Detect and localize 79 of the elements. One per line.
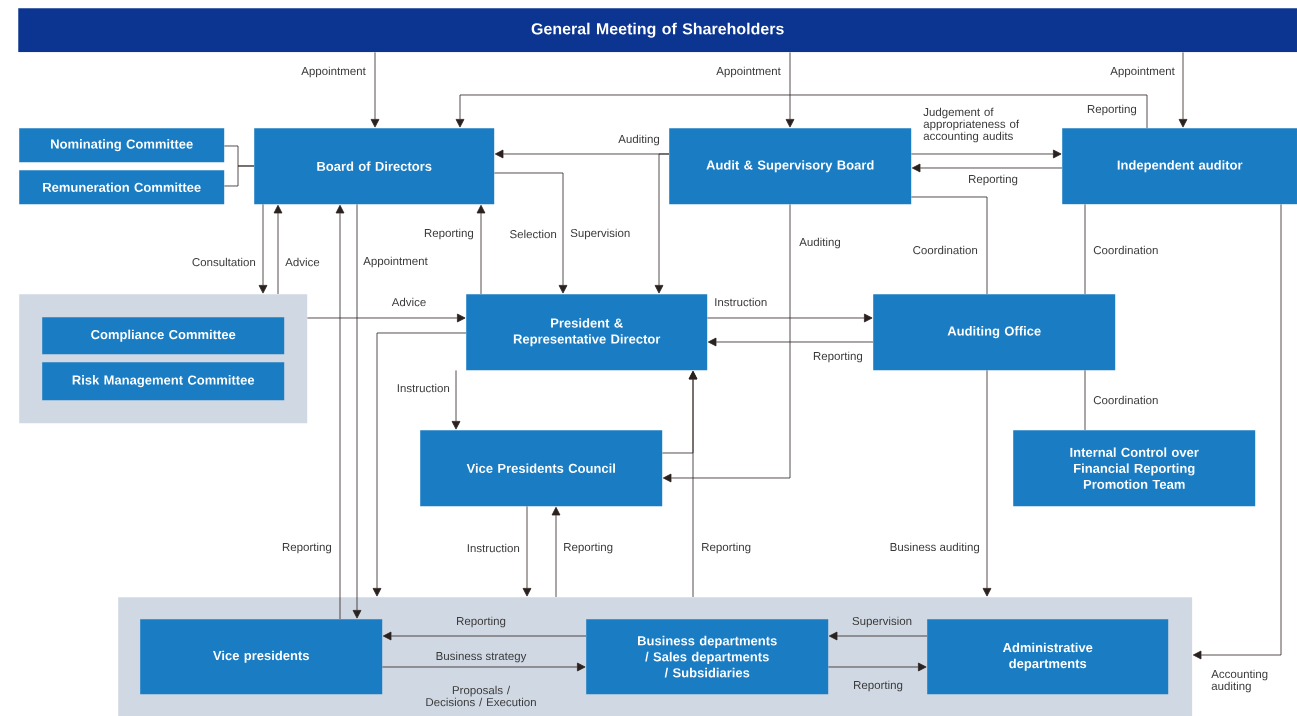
- org-box: Administrative departments: [927, 619, 1169, 695]
- edge-label: Supervision: [852, 616, 912, 628]
- edge-label: Coordination: [1093, 395, 1158, 405]
- org-box: Compliance Committee: [42, 317, 285, 355]
- org-box: Internal Control over Financial Reporting Promotion Team: [1013, 430, 1256, 507]
- arrow: [335, 204, 345, 620]
- edge-label: Instruction: [397, 383, 450, 393]
- arrow: [1192, 204, 1282, 660]
- edge-label: Judgement of appropriateness of accounting audits: [923, 107, 1020, 143]
- edge-label: Reporting: [564, 542, 613, 554]
- edge-label: Business auditing: [890, 542, 980, 554]
- note-label: Supervision: [570, 228, 630, 240]
- edge-label: Accounting auditing: [1211, 669, 1268, 693]
- arrow: [662, 370, 698, 454]
- org-box: Audit & Supervisory Board: [669, 128, 912, 205]
- arrow: [662, 204, 791, 483]
- edge-label: Reporting: [969, 174, 1018, 186]
- org-box: Remuneration Committee: [19, 170, 225, 205]
- edge-label: Advice: [391, 297, 426, 307]
- edge-label: Consultation: [192, 257, 256, 267]
- arrow: [551, 506, 561, 598]
- arrow: [828, 631, 928, 641]
- org-box: President & Representative Director: [466, 294, 708, 371]
- org-box: Independent auditor: [1062, 128, 1297, 205]
- edge-label: Reporting: [854, 680, 903, 692]
- connector-line: [224, 165, 255, 187]
- edge-label: Appointment: [716, 66, 781, 78]
- connector-line: [911, 196, 988, 295]
- org-box: Board of Directors: [254, 128, 495, 205]
- edge-label: Selection: [510, 229, 557, 239]
- edge-label: Reporting: [702, 542, 751, 554]
- edge-label: Auditing: [618, 134, 660, 146]
- arrow: [382, 631, 587, 641]
- edge-label: Appointment: [1110, 66, 1175, 78]
- arrow: [828, 662, 927, 672]
- arrow: [785, 52, 795, 128]
- arrow: [382, 662, 586, 672]
- arrow: [370, 52, 380, 128]
- arrow: [455, 94, 1148, 129]
- org-box: Risk Management Committee: [42, 362, 285, 401]
- arrow: [372, 332, 467, 597]
- note-label: Proposals / Decisions / Execution: [426, 685, 536, 707]
- arrow: [911, 149, 1062, 159]
- edge-label: Coordination: [1093, 245, 1158, 255]
- edge-label: Reporting: [282, 542, 332, 554]
- arrow: [522, 506, 532, 597]
- arrow: [258, 204, 268, 294]
- arrow: [476, 204, 486, 295]
- edge-label: Appointment: [363, 256, 428, 268]
- arrow: [307, 313, 466, 323]
- org-box: Vice Presidents Council: [420, 430, 663, 507]
- edge-label: Instruction: [715, 297, 767, 307]
- arrow: [1178, 52, 1188, 128]
- org-box: Auditing Office: [873, 294, 1116, 371]
- arrow: [982, 370, 992, 597]
- org-box: Nominating Committee: [19, 128, 225, 163]
- arrow: [494, 172, 568, 294]
- org-box: Business departments / Sales departments / Subsidiaries: [586, 619, 829, 695]
- arrow: [273, 204, 283, 295]
- arrow: [911, 163, 1063, 173]
- edge-label: Appointment: [301, 66, 366, 78]
- arrow: [352, 204, 362, 619]
- edge-label: Reporting: [813, 351, 863, 363]
- arrow: [707, 337, 874, 347]
- edge-label: Instruction: [467, 543, 520, 553]
- edge-label: Auditing: [799, 237, 840, 249]
- arrow: [707, 313, 873, 323]
- connector-line: [1084, 370, 1086, 431]
- edge-label: Business strategy: [436, 651, 527, 663]
- edge-label: Reporting: [1087, 104, 1137, 116]
- edge-label: Advice: [285, 257, 320, 267]
- org-box: Vice presidents: [140, 619, 383, 695]
- edge-label: Reporting: [457, 616, 506, 628]
- arrow: [451, 370, 461, 430]
- edge-label: Reporting: [424, 228, 474, 240]
- arrow: [654, 153, 670, 294]
- title-banner: General Meeting of Shareholders: [18, 8, 1297, 53]
- connector-line: [1084, 204, 1086, 295]
- edge-label: Coordination: [913, 245, 978, 255]
